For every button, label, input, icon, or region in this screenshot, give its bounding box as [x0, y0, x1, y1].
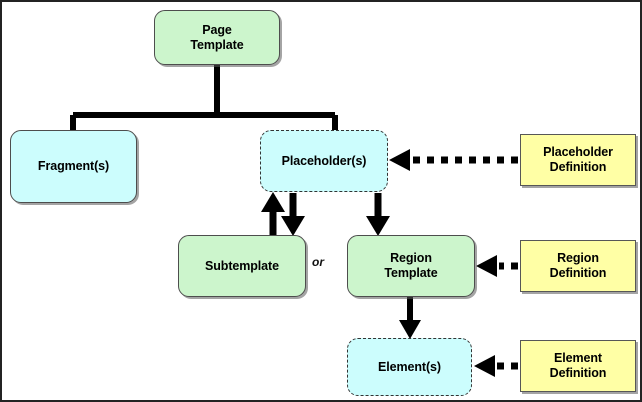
node-region-definition[interactable]: Region Definition [520, 240, 636, 292]
node-subtemplate[interactable]: Subtemplate [178, 235, 306, 297]
node-placeholders[interactable]: Placeholder(s) [260, 130, 388, 192]
edge-placeholder-definition-to-placeholders [389, 149, 518, 171]
node-element-definition-label: Element Definition [549, 351, 607, 380]
edge-element-definition-to-elements [474, 355, 518, 377]
node-placeholder-definition-label: Placeholder Definition [543, 145, 613, 174]
edge-placeholders-to-region-template [366, 193, 390, 236]
connector-label-or: or [312, 255, 324, 269]
node-page-template[interactable]: Page Template [154, 10, 280, 65]
node-placeholder-definition[interactable]: Placeholder Definition [520, 134, 636, 186]
edge-placeholders-to-subtemplate [281, 193, 305, 236]
edge-region-template-to-elements [399, 297, 421, 339]
node-elements[interactable]: Element(s) [347, 338, 472, 396]
node-region-definition-label: Region Definition [549, 251, 607, 280]
node-page-template-label: Page Template [190, 22, 244, 52]
node-region-template[interactable]: Region Template [347, 235, 475, 297]
node-region-template-label: Region Template [384, 251, 438, 280]
node-fragments[interactable]: Fragment(s) [10, 130, 137, 203]
node-elements-label: Element(s) [378, 359, 441, 374]
node-element-definition[interactable]: Element Definition [520, 340, 636, 392]
node-placeholders-label: Placeholder(s) [281, 153, 367, 168]
node-subtemplate-label: Subtemplate [205, 258, 279, 273]
edge-subtemplate-to-placeholders [261, 192, 285, 235]
node-fragments-label: Fragment(s) [37, 159, 110, 174]
edge-region-definition-to-region-template [476, 255, 518, 277]
